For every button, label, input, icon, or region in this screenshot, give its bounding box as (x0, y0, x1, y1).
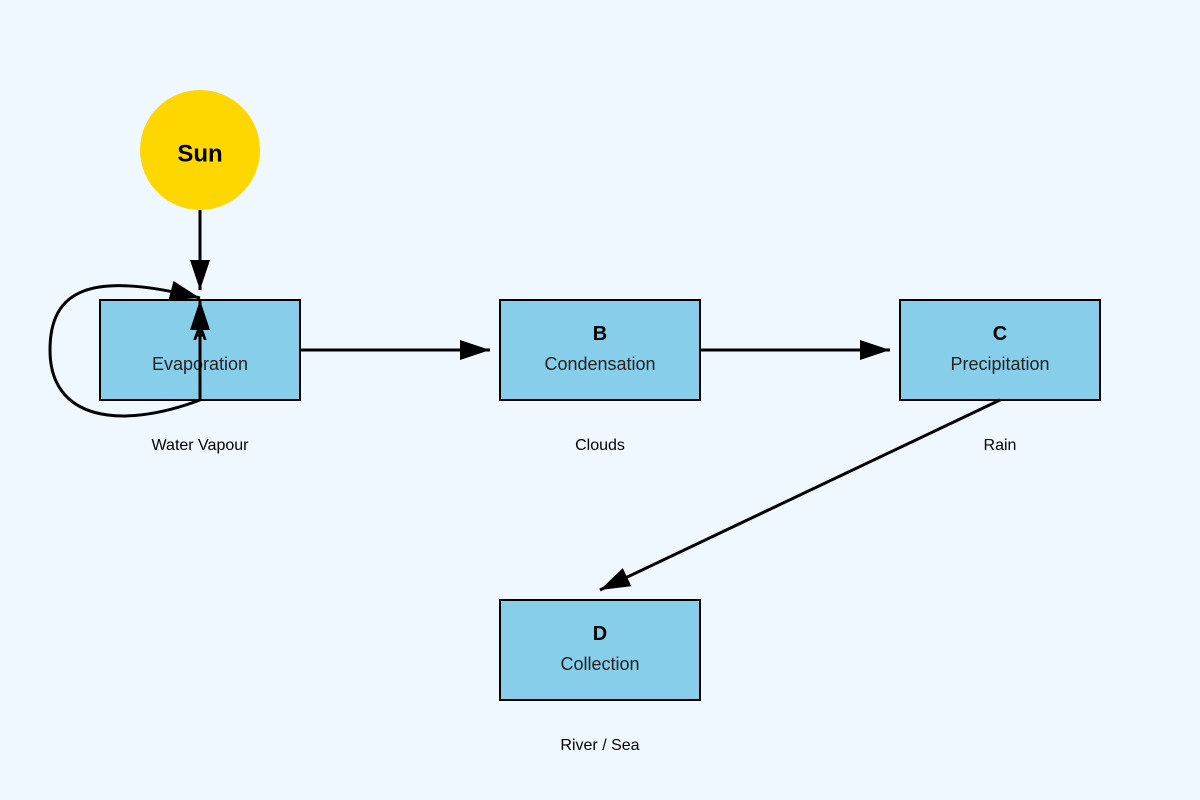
node-d-letter: D (593, 623, 607, 645)
node-c-box[interactable] (899, 299, 1101, 401)
node-b[interactable]: B Condensation (499, 299, 701, 401)
node-b-box[interactable] (499, 299, 701, 401)
node-c-caption: Rain (984, 437, 1017, 454)
node-c[interactable]: C Precipitation (899, 299, 1101, 401)
node-b-caption: Clouds (575, 437, 625, 454)
node-b-letter: B (593, 323, 607, 345)
sun-label: Sun (177, 140, 222, 167)
node-d[interactable]: D Collection (499, 599, 701, 701)
node-d-caption: River / Sea (560, 737, 639, 754)
node-c-name: Precipitation (950, 354, 1049, 374)
node-d-box[interactable] (499, 599, 701, 701)
node-a-caption: Water Vapour (152, 437, 250, 454)
node-b-name: Condensation (544, 354, 655, 374)
edge-a-self-loop (48, 280, 201, 418)
sun-circle (140, 90, 260, 210)
node-c-letter: C (993, 323, 1007, 345)
node-d-name: Collection (560, 654, 639, 674)
sun: Sun (140, 90, 260, 210)
edge-c-to-d (599, 398, 1001, 592)
